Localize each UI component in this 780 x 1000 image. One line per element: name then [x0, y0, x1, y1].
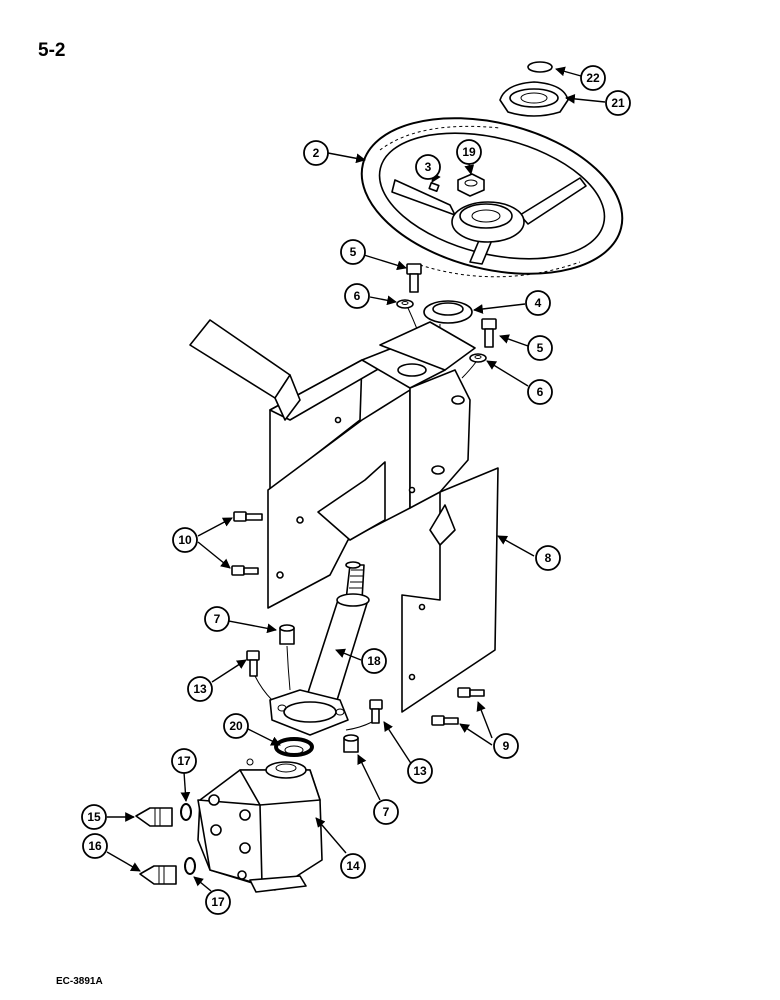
sealing-ring-part-lower [184, 857, 196, 875]
svg-text:6: 6 [537, 385, 544, 399]
callout-6-upper: 6 [344, 283, 370, 309]
bolt-part-13-right [369, 699, 383, 724]
callout-6-lower: 6 [527, 379, 553, 405]
bolt-part-13-left [246, 650, 260, 677]
svg-text:3: 3 [425, 160, 432, 174]
svg-text:5: 5 [537, 341, 544, 355]
callout-3: 3 [415, 154, 441, 180]
bolt-part-9-upper [457, 687, 485, 698]
callout-7-upper: 7 [204, 606, 230, 632]
callout-13-left: 13 [187, 676, 213, 702]
callout-14: 14 [340, 853, 366, 879]
callout-10: 10 [172, 527, 198, 553]
adapter-fitting-part-16 [139, 865, 177, 885]
washer-part-upper-left [396, 299, 414, 309]
page-number: 5-2 [38, 40, 66, 61]
svg-text:21: 21 [611, 96, 625, 110]
steering-wheel-part [360, 117, 624, 278]
svg-text:6: 6 [354, 289, 361, 303]
svg-text:19: 19 [462, 145, 476, 159]
svg-text:16: 16 [88, 839, 102, 853]
horn-cap-part [527, 61, 553, 73]
svg-text:5: 5 [350, 245, 357, 259]
svg-text:20: 20 [229, 719, 243, 733]
callout-8: 8 [535, 545, 561, 571]
leader-lines [106, 66, 606, 892]
svg-text:17: 17 [211, 895, 225, 909]
svg-text:9: 9 [503, 739, 510, 753]
bolt-part-10-lower [231, 565, 259, 576]
svg-text:13: 13 [193, 682, 207, 696]
callout-16: 16 [82, 833, 108, 859]
svg-text:13: 13 [413, 764, 427, 778]
svg-text:18: 18 [367, 654, 381, 668]
callout-4: 4 [525, 290, 551, 316]
callout-5-lower: 5 [527, 335, 553, 361]
svg-text:2: 2 [313, 146, 320, 160]
svg-text:4: 4 [535, 296, 542, 310]
svg-text:8: 8 [545, 551, 552, 565]
callout-9: 9 [493, 733, 519, 759]
spacer-part-lower [343, 734, 359, 753]
column-support-frame-part [189, 319, 499, 713]
svg-text:7: 7 [383, 805, 390, 819]
callout-5-upper: 5 [340, 239, 366, 265]
callout-18: 18 [361, 648, 387, 674]
steering-control-unit-part [197, 758, 323, 893]
callout-7-lower: 7 [373, 799, 399, 825]
callout-13-right: 13 [407, 758, 433, 784]
adapter-fitting-part-15 [135, 807, 173, 827]
sealing-ring-part-upper [180, 803, 192, 821]
bolt-part-upper-left [406, 263, 422, 293]
dust-seal-part [423, 300, 473, 324]
woodruff-key-part [428, 182, 440, 192]
bolt-part-upper-right [481, 318, 497, 348]
svg-text:14: 14 [346, 859, 360, 873]
bolt-part-9-lower [431, 715, 459, 726]
svg-text:17: 17 [177, 754, 191, 768]
figure-code: EC-3891A [56, 976, 103, 987]
bolt-part-10-upper [233, 511, 263, 522]
svg-text:15: 15 [87, 810, 101, 824]
callout-15: 15 [81, 804, 107, 830]
callout-20: 20 [223, 713, 249, 739]
svg-text:10: 10 [178, 533, 192, 547]
washer-part-upper-right [469, 353, 487, 363]
callout-17-lower: 17 [205, 889, 231, 915]
spacer-part-upper [279, 624, 295, 645]
horn-button-part [499, 81, 569, 117]
svg-text:22: 22 [586, 71, 600, 85]
callout-17-upper: 17 [171, 748, 197, 774]
svg-text:7: 7 [214, 612, 221, 626]
callout-22: 22 [580, 65, 606, 91]
callout-21: 21 [605, 90, 631, 116]
o-ring-part [274, 737, 314, 757]
callout-19: 19 [456, 139, 482, 165]
callout-2: 2 [303, 140, 329, 166]
